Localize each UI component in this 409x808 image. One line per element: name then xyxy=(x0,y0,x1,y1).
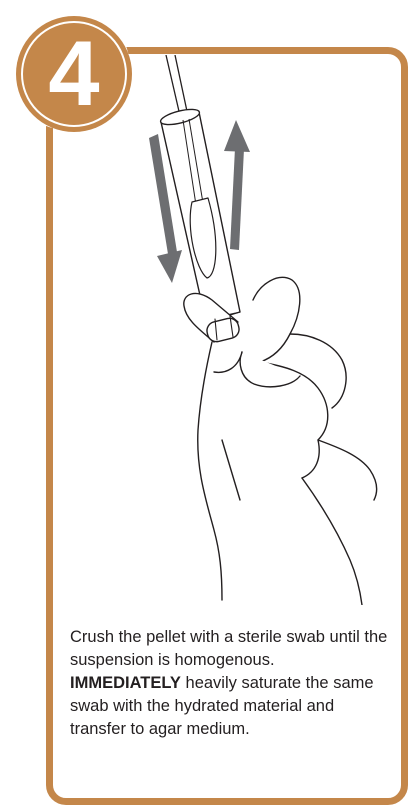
instructions-emphasis: IMMEDIATELY xyxy=(70,674,181,692)
swab-tube-illustration xyxy=(110,55,390,605)
instructions-line1: Crush the pellet with a sterile swab unt… xyxy=(70,628,387,669)
arrow-up-icon xyxy=(224,120,250,250)
hand-icon xyxy=(184,277,377,605)
instructions-text: Crush the pellet with a sterile swab unt… xyxy=(70,626,390,741)
tube-icon xyxy=(159,106,240,322)
